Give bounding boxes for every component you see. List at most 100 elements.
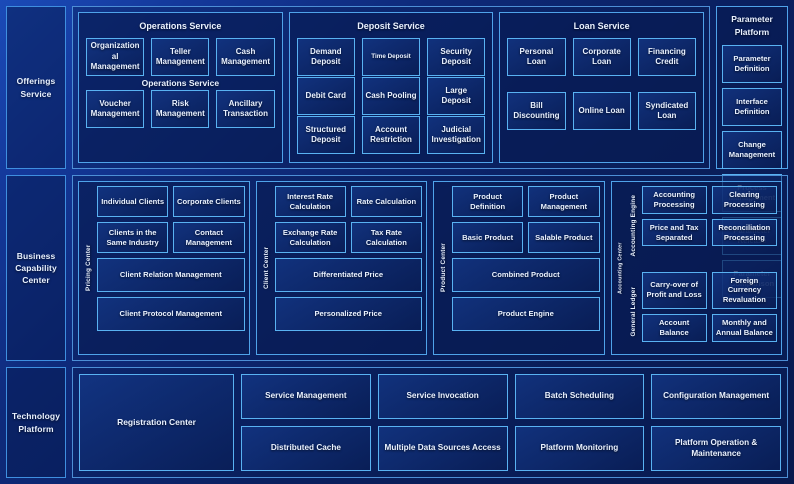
capability-risk-management[interactable]: Risk Management [151,90,210,128]
capability-differentiated-price[interactable]: Differentiated Price [274,258,422,292]
capability-client-relation-management[interactable]: Client Relation Management [97,258,245,292]
panel-accounting-center[interactable]: Accounting Center Accounting Engine Acco… [610,181,782,355]
panel-label-pricing-center: Pricing Center [85,244,92,292]
row-label-offerings-service: Offerings Service [6,6,66,169]
capability-service-management[interactable]: Service Management [241,374,371,419]
capability-carry-over-of-profit-and-loss[interactable]: Carry-over of Profit and Loss [641,271,707,310]
capability-cash-pooling[interactable]: Cash Pooling [361,77,421,115]
capability-corporate-clients[interactable]: Corporate Clients [173,186,245,217]
capability-cash-management[interactable]: Cash Management [216,38,275,76]
capability-client-protocol-management[interactable]: Client Protocol Management [97,297,245,331]
panel-client-center[interactable]: Client Center Interest Rate Calculation … [255,181,427,355]
group-title-deposit-service: Deposit Service [357,21,425,31]
capability-personal-loan[interactable]: Personal Loan [507,38,566,76]
capability-large-deposit[interactable]: Large Deposit [427,77,486,115]
capability-registration-center[interactable]: Registration Center [79,374,234,471]
accounting-engine-row-2: Price and Tax Separated Reconciliation P… [641,218,777,247]
loan-service-row-1: Personal Loan Corporate Loan Financing C… [507,38,696,76]
capability-clients-in-the-same-industry[interactable]: Clients in the Same Industry [97,222,169,253]
capability-multiple-data-sources-access[interactable]: Multiple Data Sources Access [377,426,508,471]
capability-account-balance[interactable]: Account Balance [641,314,707,342]
deposit-service-row-1: Demand Deposit Time Deposit Security Dep… [296,38,486,76]
capability-tax-rate-calculation[interactable]: Tax Rate Calculation [350,222,422,253]
general-ledger-row-1: Carry-over of Profit and Loss Foreign Cu… [641,271,777,310]
capability-price-and-tax-separated[interactable]: Price and Tax Separated [641,218,707,247]
client-center-row-1: Interest Rate Calculation Rate Calculati… [274,186,422,217]
capability-platform-monitoring[interactable]: Platform Monitoring [514,426,645,471]
general-ledger-row-2: Account Balance Monthly and Annual Balan… [641,314,777,342]
group-subtitle-operations-service: Operations Service [141,78,220,88]
capability-security-deposit[interactable]: Security Deposit [427,38,486,76]
capability-demand-deposit[interactable]: Demand Deposit [296,38,355,76]
capability-parameter-definition[interactable]: Parameter Definition [722,44,782,83]
capability-financing-credit[interactable]: Financing Credit [637,38,696,76]
deposit-service-row-2: Debit Card Cash Pooling Large Deposit [296,77,486,115]
section-label-general-ledger: General Ledger [629,285,637,336]
capability-organizational-management[interactable]: Organizational Management [86,38,145,76]
capability-structured-deposit[interactable]: Structured Deposit [296,116,355,154]
capability-individual-clients[interactable]: Individual Clients [97,186,169,217]
capability-voucher-management[interactable]: Voucher Management [86,90,145,128]
capability-basic-product[interactable]: Basic Product [452,222,524,253]
technology-platform-row: Technology Platform Registration Center … [6,367,788,478]
capability-debit-card[interactable]: Debit Card [296,77,355,115]
capability-account-restriction[interactable]: Account Restriction [361,116,421,154]
client-center-stack: Interest Rate Calculation Rate Calculati… [274,186,422,350]
capability-foreign-currency-revaluation[interactable]: Foreign Currency Revaluation [711,271,777,310]
accounting-engine-stack: Accounting Processing Clearing Processin… [641,186,777,265]
panel-label-accounting-center: Accounting Center [617,242,623,294]
capability-service-invocation[interactable]: Service Invocation [377,374,508,419]
capability-interface-definition[interactable]: Interface Definition [722,87,782,126]
capability-rate-calculation[interactable]: Rate Calculation [350,186,422,217]
section-label-accounting-engine: Accounting Engine [629,194,637,257]
product-center-row-1: Product Definition Product Management [452,186,600,217]
group-loan-service[interactable]: Loan Service Personal Loan Corporate Loa… [499,12,705,163]
capability-batch-scheduling[interactable]: Batch Scheduling [514,374,645,419]
capability-monthly-and-annual-balance[interactable]: Monthly and Annual Balance [711,314,777,342]
capability-contact-management[interactable]: Contact Management [173,222,245,253]
operations-service-row-1: Organizational Management Teller Managem… [86,38,275,76]
operations-service-row-2: Voucher Management Risk Management Ancil… [86,90,275,128]
capability-clearing-processing[interactable]: Clearing Processing [711,186,777,214]
group-title-operations-service: Operations Service [139,21,222,31]
pricing-center-stack: Individual Clients Corporate Clients Cli… [97,186,245,350]
capability-exchange-rate-calculation[interactable]: Exchange Rate Calculation [274,222,346,253]
panel-pricing-center[interactable]: Pricing Center Individual Clients Corpor… [78,181,250,355]
offerings-service-row: Offerings Service Operations Service Org… [6,6,788,298]
group-title-loan-service: Loan Service [573,21,630,31]
capability-time-deposit[interactable]: Time Deposit [361,38,421,76]
capability-configuration-management[interactable]: Configuration Management [651,374,781,419]
capability-reconciliation-processing[interactable]: Reconciliation Processing [711,218,777,247]
capability-syndicated-loan[interactable]: Syndicated Loan [637,92,696,130]
technology-platform-grid: Service Management Service Invocation Ba… [241,374,781,471]
group-deposit-service[interactable]: Deposit Service Demand Deposit Time Depo… [288,12,494,163]
capability-product-management[interactable]: Product Management [528,186,600,217]
capability-change-management[interactable]: Change Management [722,130,782,169]
capability-product-definition[interactable]: Product Definition [452,186,524,217]
capability-product-engine[interactable]: Product Engine [452,297,600,331]
technology-platform-body: Registration Center Service Management S… [72,367,788,478]
capability-personalized-price[interactable]: Personalized Price [274,297,422,331]
group-operations-service[interactable]: Operations Service Organizational Manage… [78,12,283,163]
section-accounting-engine: Accounting Engine Accounting Processing … [628,186,777,265]
registration-center-wrap: Registration Center [79,374,234,471]
general-ledger-stack: Carry-over of Profit and Loss Foreign Cu… [641,271,777,351]
panel-product-center[interactable]: Product Center Product Definition Produc… [433,181,605,355]
capability-distributed-cache[interactable]: Distributed Cache [241,426,371,471]
product-center-stack: Product Definition Product Management Ba… [452,186,600,350]
capability-accounting-processing[interactable]: Accounting Processing [641,186,707,214]
capability-teller-management[interactable]: Teller Management [151,38,210,76]
business-capability-center-body: Pricing Center Individual Clients Corpor… [72,175,788,361]
capability-online-loan[interactable]: Online Loan [572,92,631,130]
business-capability-center-row: Business Capability Center Pricing Cente… [6,175,788,361]
capability-salable-product[interactable]: Salable Product [528,222,600,253]
capability-platform-operation-maintenance[interactable]: Platform Operation & Maintenance [651,426,781,471]
capability-combined-product[interactable]: Combined Product [452,258,600,292]
capability-interest-rate-calculation[interactable]: Interest Rate Calculation [274,186,346,217]
capability-judicial-investigation[interactable]: Judicial Investigation [427,116,486,154]
capability-ancillary-transaction[interactable]: Ancillary Transaction [216,90,275,128]
capability-bill-discounting[interactable]: Bill Discounting [507,92,566,130]
rail-title-parameter-platform: Parameter Platform [731,14,773,37]
capability-corporate-loan[interactable]: Corporate Loan [572,38,631,76]
